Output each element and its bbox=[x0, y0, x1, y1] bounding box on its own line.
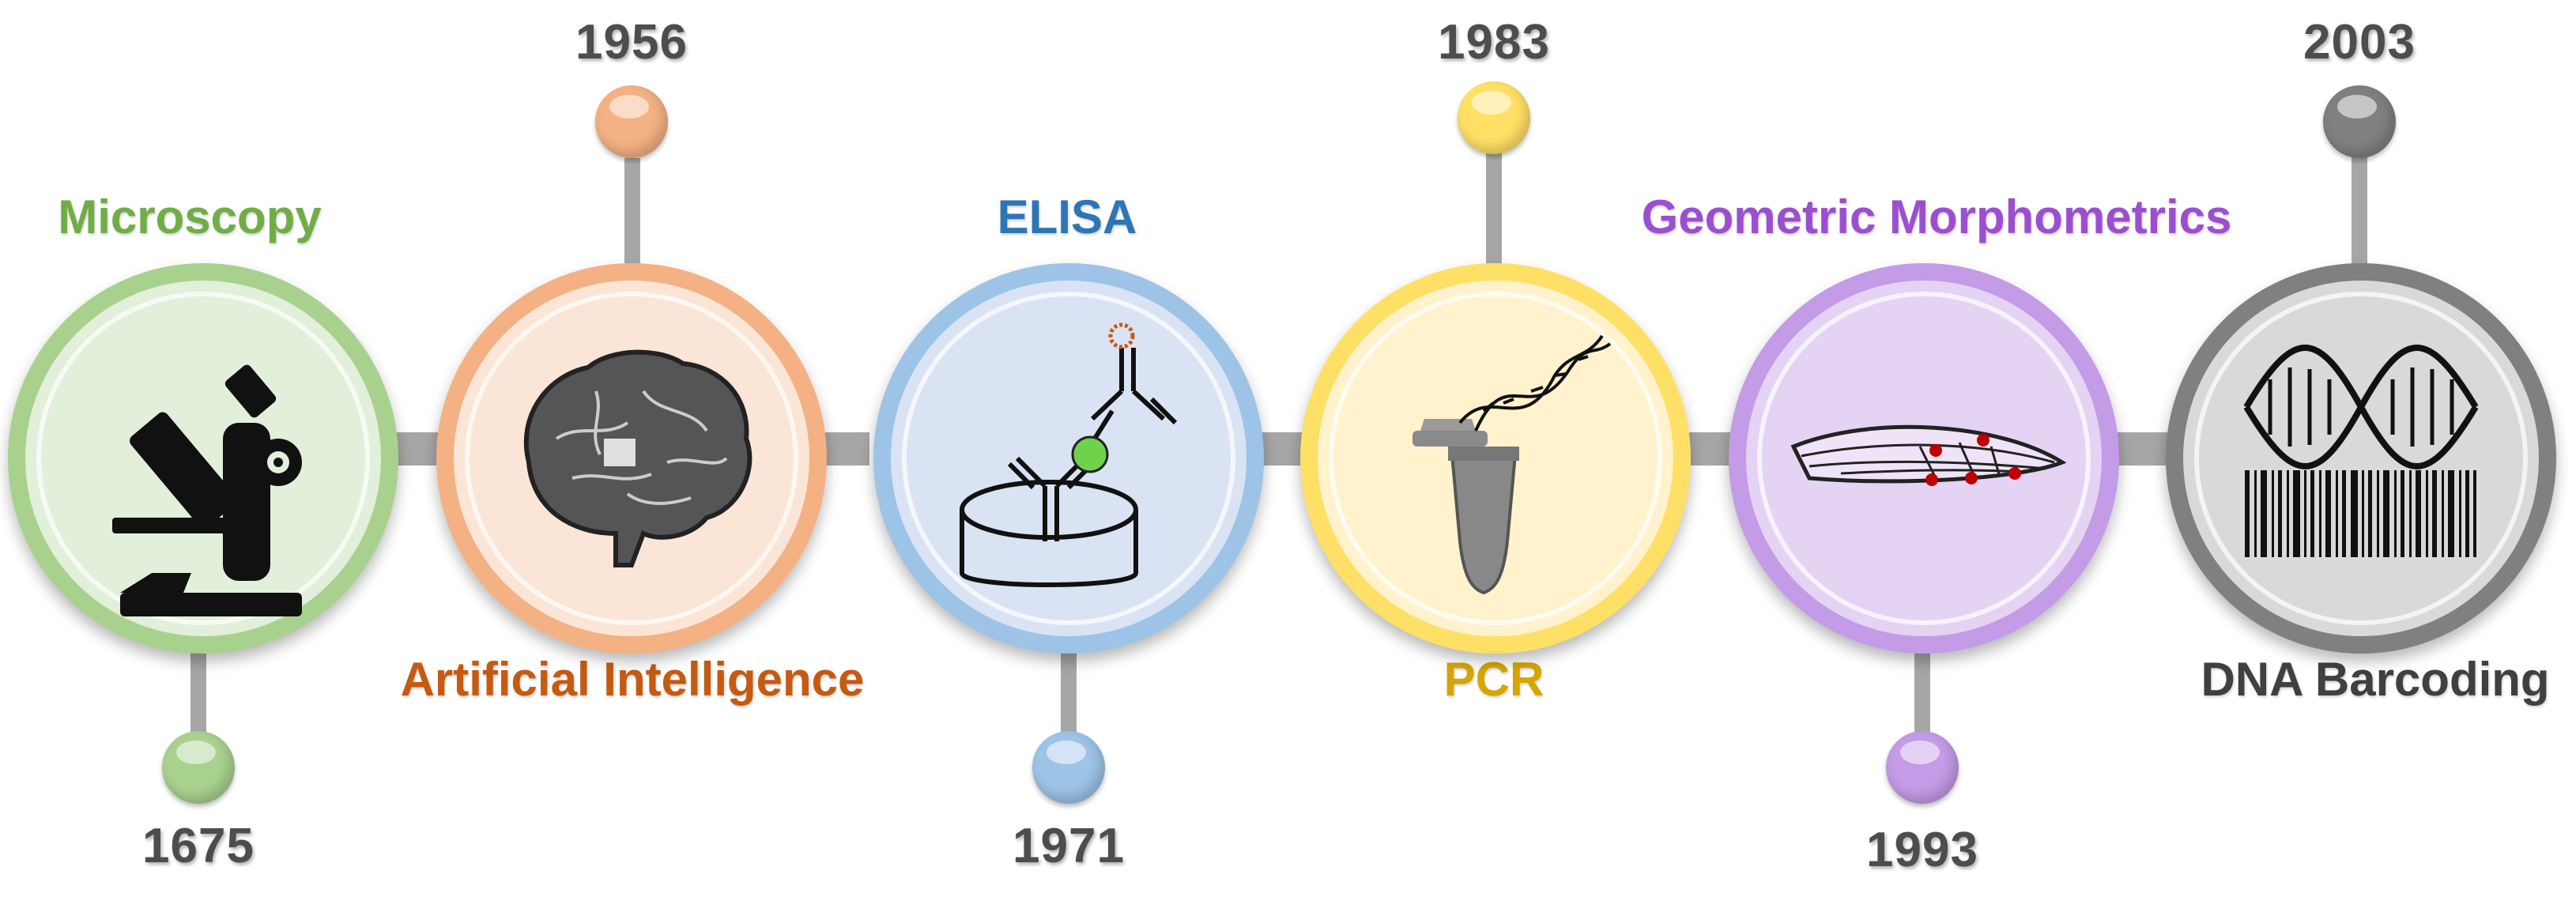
milestone-disc-microscopy bbox=[8, 263, 398, 654]
pcr-tube-dna-icon bbox=[1412, 334, 1612, 595]
milestone-disc-artificial-intelligence bbox=[436, 263, 827, 654]
milestone-disc-elisa bbox=[873, 263, 1264, 654]
year-stem bbox=[624, 158, 640, 269]
year-stem bbox=[1061, 648, 1077, 739]
year-marker-elisa bbox=[1032, 731, 1105, 804]
insect-wing-landmarks-icon bbox=[1790, 424, 2067, 486]
brain-icon bbox=[523, 349, 752, 567]
technique-label-artificial-intelligence: Artificial Intelligence bbox=[400, 653, 865, 706]
year-label-dna-barcoding: 2003 bbox=[2303, 15, 2416, 70]
technique-label-elisa: ELISA bbox=[997, 190, 1137, 243]
dna-barcode-icon bbox=[2243, 345, 2479, 557]
technique-label-dna-barcoding: DNA Barcoding bbox=[2201, 653, 2550, 706]
year-label-microscopy: 1675 bbox=[142, 819, 255, 873]
year-marker-microscopy bbox=[162, 731, 235, 804]
milestone-disc-pcr bbox=[1300, 263, 1691, 654]
milestone-disc-dna-barcoding bbox=[2166, 263, 2556, 654]
year-label-geometric-morphometrics: 1993 bbox=[1866, 823, 1978, 877]
barcode-bars bbox=[2245, 470, 2476, 557]
microscope-icon bbox=[112, 364, 302, 616]
antibody-well-icon bbox=[960, 322, 1178, 587]
year-label-elisa: 1971 bbox=[1013, 819, 1125, 873]
year-marker-dna-barcoding bbox=[2323, 85, 2396, 158]
year-stem bbox=[2352, 154, 2367, 269]
year-marker-geometric-morphometrics bbox=[1886, 731, 1959, 804]
year-marker-artificial-intelligence bbox=[595, 85, 668, 158]
technique-label-microscopy: Microscopy bbox=[58, 190, 322, 243]
year-marker-pcr bbox=[1458, 81, 1530, 154]
technique-label-pcr: PCR bbox=[1443, 653, 1544, 706]
year-label-artificial-intelligence: 1956 bbox=[575, 15, 688, 70]
year-stem bbox=[1486, 150, 1502, 269]
year-stem bbox=[190, 648, 206, 739]
year-label-pcr: 1983 bbox=[1438, 15, 1550, 70]
landmark-points bbox=[1925, 434, 2021, 486]
milestone-disc-geometric-morphometrics bbox=[1729, 263, 2119, 654]
technique-label-geometric-morphometrics: Geometric Morphometrics bbox=[1641, 190, 2232, 243]
year-stem bbox=[1914, 648, 1930, 743]
